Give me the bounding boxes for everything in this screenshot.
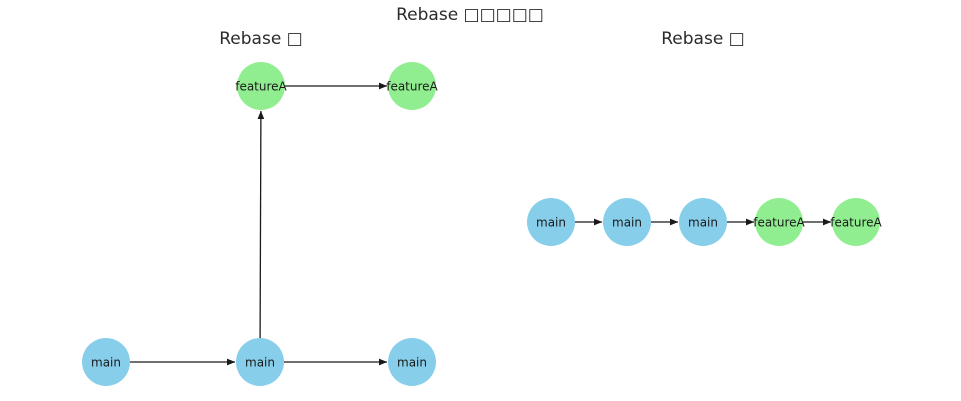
node-label-main: main [397, 356, 427, 370]
node-circle-featureA[interactable] [832, 198, 880, 246]
diagram-title-center: Rebase □□□□□ [396, 5, 544, 25]
commit-node-main[interactable]: main [527, 198, 575, 246]
node-label-featureA: featureA [235, 80, 287, 94]
edge-m2-to-f1 [257, 110, 265, 339]
node-circle-main[interactable] [388, 338, 436, 386]
node-group-before-rebase: main main main featureA featureA [82, 62, 439, 386]
node-label-main: main [612, 216, 642, 230]
node-label-featureA: featureA [386, 80, 438, 94]
edge-group-before-rebase [130, 82, 388, 366]
node-circle-featureA[interactable] [755, 198, 803, 246]
node-circle-featureA[interactable] [237, 62, 285, 110]
diagram-title-left: Rebase □ [219, 29, 303, 49]
node-label-main: main [688, 216, 718, 230]
node-label-main: main [536, 216, 566, 230]
commit-node-main[interactable]: main [603, 198, 651, 246]
node-circle-main[interactable] [679, 198, 727, 246]
node-group-after-rebase: main main main featureA featureA [527, 198, 883, 246]
node-circle-main[interactable] [527, 198, 575, 246]
node-label-featureA: featureA [753, 216, 805, 230]
commit-node-featureA[interactable]: featureA [235, 62, 288, 110]
commit-node-main[interactable]: main [679, 198, 727, 246]
commit-node-featureA[interactable]: featureA [386, 62, 439, 110]
node-label-main: main [91, 356, 121, 370]
commit-node-main[interactable]: main [236, 338, 284, 386]
node-label-featureA: featureA [830, 216, 882, 230]
diagram-title-right: Rebase □ [661, 29, 745, 49]
commit-node-featureA[interactable]: featureA [753, 198, 806, 246]
node-label-main: main [245, 356, 275, 370]
node-circle-main[interactable] [82, 338, 130, 386]
commit-node-main[interactable]: main [388, 338, 436, 386]
edges-layer [130, 82, 832, 366]
node-circle-main[interactable] [236, 338, 284, 386]
node-circle-featureA[interactable] [388, 62, 436, 110]
node-circle-main[interactable] [603, 198, 651, 246]
commit-node-main[interactable]: main [82, 338, 130, 386]
commit-node-featureA[interactable]: featureA [830, 198, 883, 246]
